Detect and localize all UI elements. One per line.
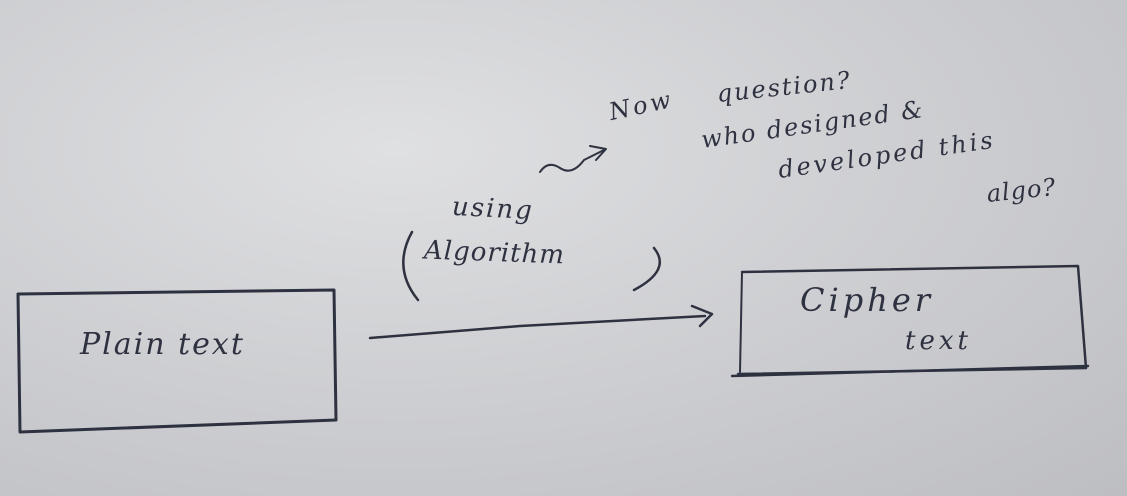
algorithm-parentheses <box>402 230 661 302</box>
cipher-text-label-line1: Cipher <box>800 281 935 319</box>
plain-text-label: Plain text <box>80 327 245 362</box>
arrow-label-using: using <box>451 191 535 227</box>
arrow-label-algorithm: Algorithm <box>423 235 566 271</box>
annotation-line-algo: algo? <box>985 172 1058 208</box>
plain-text-box <box>16 288 338 434</box>
cipher-text-label-line2: text <box>905 326 972 356</box>
annotation-pointer-arrow <box>539 145 607 173</box>
encryption-arrow <box>368 304 714 340</box>
cipher-text-box <box>730 264 1090 378</box>
